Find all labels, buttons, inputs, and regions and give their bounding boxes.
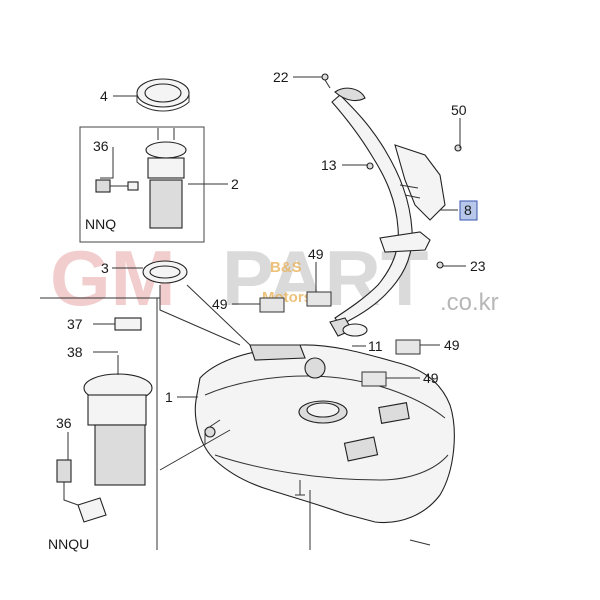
callout-49-a: 49: [308, 246, 324, 262]
callout-22: 22: [273, 69, 289, 85]
callout-49-b: 49: [212, 296, 228, 312]
watermark-domain: .co.kr: [440, 289, 499, 316]
small-parts: [259, 73, 462, 387]
filler-neck: [329, 87, 446, 337]
callout-1: 1: [165, 389, 173, 405]
callout-3: 3: [101, 260, 109, 276]
label-nnqu: NNQU: [48, 536, 89, 552]
pump-module-nnqu: [40, 297, 160, 550]
callout-50: 50: [451, 102, 467, 118]
callout-2: 2: [231, 176, 239, 192]
callout-36-top: 36: [93, 138, 109, 154]
callout-38: 38: [67, 344, 83, 360]
callout-4: 4: [100, 88, 108, 104]
callout-36-bottom: 36: [56, 415, 72, 431]
callout-23: 23: [470, 258, 486, 274]
callout-49-c: 49: [444, 337, 460, 353]
leader-lines: [67, 76, 466, 550]
callout-8: 8: [464, 202, 472, 218]
callout-13: 13: [321, 157, 337, 173]
callout-49-d: 49: [423, 370, 439, 386]
callout-11: 11: [368, 338, 383, 354]
watermark-bs: B&S: [270, 259, 302, 276]
callout-8-highlight: [459, 200, 478, 221]
seal-ring: [142, 260, 188, 284]
fuel-tank: [194, 344, 455, 546]
label-nnq: NNQ: [85, 216, 116, 232]
callout-37: 37: [67, 316, 83, 332]
callout-labels: 4 36 2 NNQ 3 22 50 13 8 23 49 49 37 38 1…: [48, 69, 486, 552]
lock-ring: [136, 78, 190, 112]
